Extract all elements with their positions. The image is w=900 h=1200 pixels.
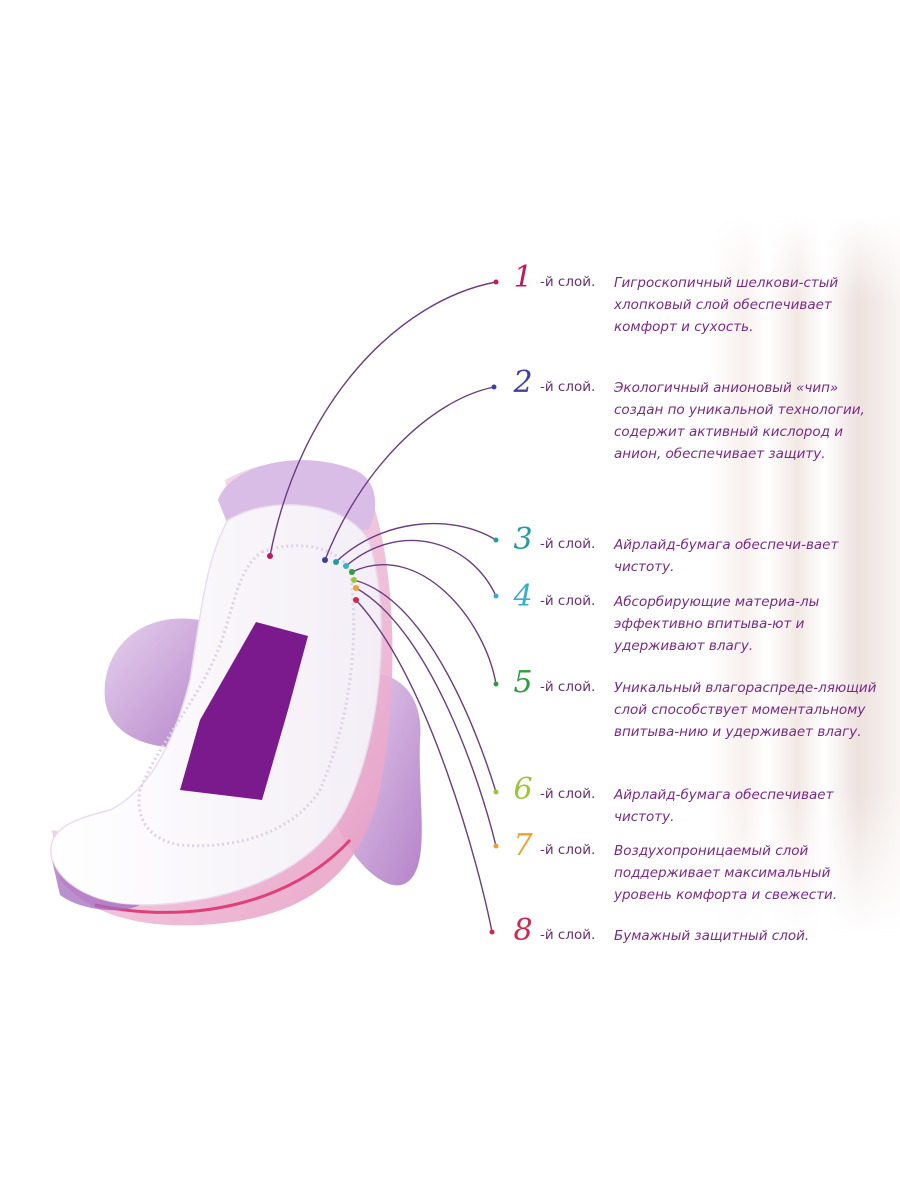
layer-4-suffix: -й слой.	[540, 593, 596, 609]
layer-8-description: Бумажный защитный слой.	[614, 928, 810, 944]
end-dot-5	[493, 681, 499, 687]
layer-6-number: 6	[513, 772, 533, 807]
end-dot-1	[493, 279, 499, 285]
layer-7-suffix: -й слой.	[540, 842, 596, 858]
leader-line-8	[355, 599, 493, 933]
dot-3	[333, 559, 339, 565]
leader-dots	[267, 279, 499, 935]
leader-line-7	[355, 587, 497, 847]
layer-1-number: 1	[513, 260, 533, 295]
layer-2-description: Экологичный анионовый «чип» создан по ун…	[614, 380, 865, 462]
layer-6-suffix: -й слой.	[540, 786, 596, 802]
layer-4-number: 4	[513, 579, 533, 614]
layer-8-suffix: -й слой.	[540, 927, 596, 943]
layer-2-number: 2	[513, 365, 533, 400]
leader-line-2	[324, 386, 495, 561]
layer-8-number: 8	[513, 913, 533, 948]
end-dot-7	[493, 843, 499, 849]
leader-line-3	[335, 522, 497, 563]
dot-6	[351, 577, 357, 583]
end-dot-2	[491, 384, 497, 390]
layer-3-description: Айрлайд-бумага обеспечи-вает чистоту.	[614, 537, 839, 575]
leader-lines	[269, 281, 497, 933]
dot-7	[353, 585, 359, 591]
layer-1-suffix: -й слой.	[540, 274, 596, 290]
pad-pink-line	[94, 838, 352, 914]
layer-5-number: 5	[513, 665, 533, 700]
leader-line-5	[351, 564, 497, 685]
layer-5-description: Уникальный влагораспреде-ляющий слой спо…	[614, 680, 877, 740]
leader-line-4	[345, 539, 497, 597]
layer-7-description: Воздухопроницаемый слой поддерживает мак…	[614, 843, 838, 903]
end-dot-3	[493, 537, 499, 543]
layer-5-suffix: -й слой.	[540, 679, 596, 695]
layer-7-number: 7	[513, 828, 533, 863]
layer-3-suffix: -й слой.	[540, 536, 596, 552]
layer-6-description: Айрлайд-бумага обеспечивает чистоту.	[614, 787, 834, 825]
end-dot-4	[493, 593, 499, 599]
dot-2	[322, 557, 328, 563]
end-dot-8	[489, 929, 495, 935]
layer-3-number: 3	[513, 522, 533, 557]
leader-line-1	[269, 281, 497, 557]
dot-4	[343, 563, 349, 569]
dot-5	[349, 569, 355, 575]
layer-1-description: Гигроскопичный шелкови-стый хлопковый сл…	[614, 275, 839, 335]
layer-2-suffix: -й слой.	[540, 379, 596, 395]
pad-core-strip	[180, 622, 308, 800]
pad-inner-channel	[137, 544, 356, 848]
leader-line-6	[353, 579, 497, 793]
layer-4-description: Абсорбирующие материа-лы эффективно впит…	[614, 594, 820, 654]
curtain-background	[710, 215, 900, 935]
end-dot-6	[493, 789, 499, 795]
dot-8	[353, 597, 359, 603]
dot-1	[267, 553, 273, 559]
pad-bottom-shadow	[52, 860, 140, 911]
